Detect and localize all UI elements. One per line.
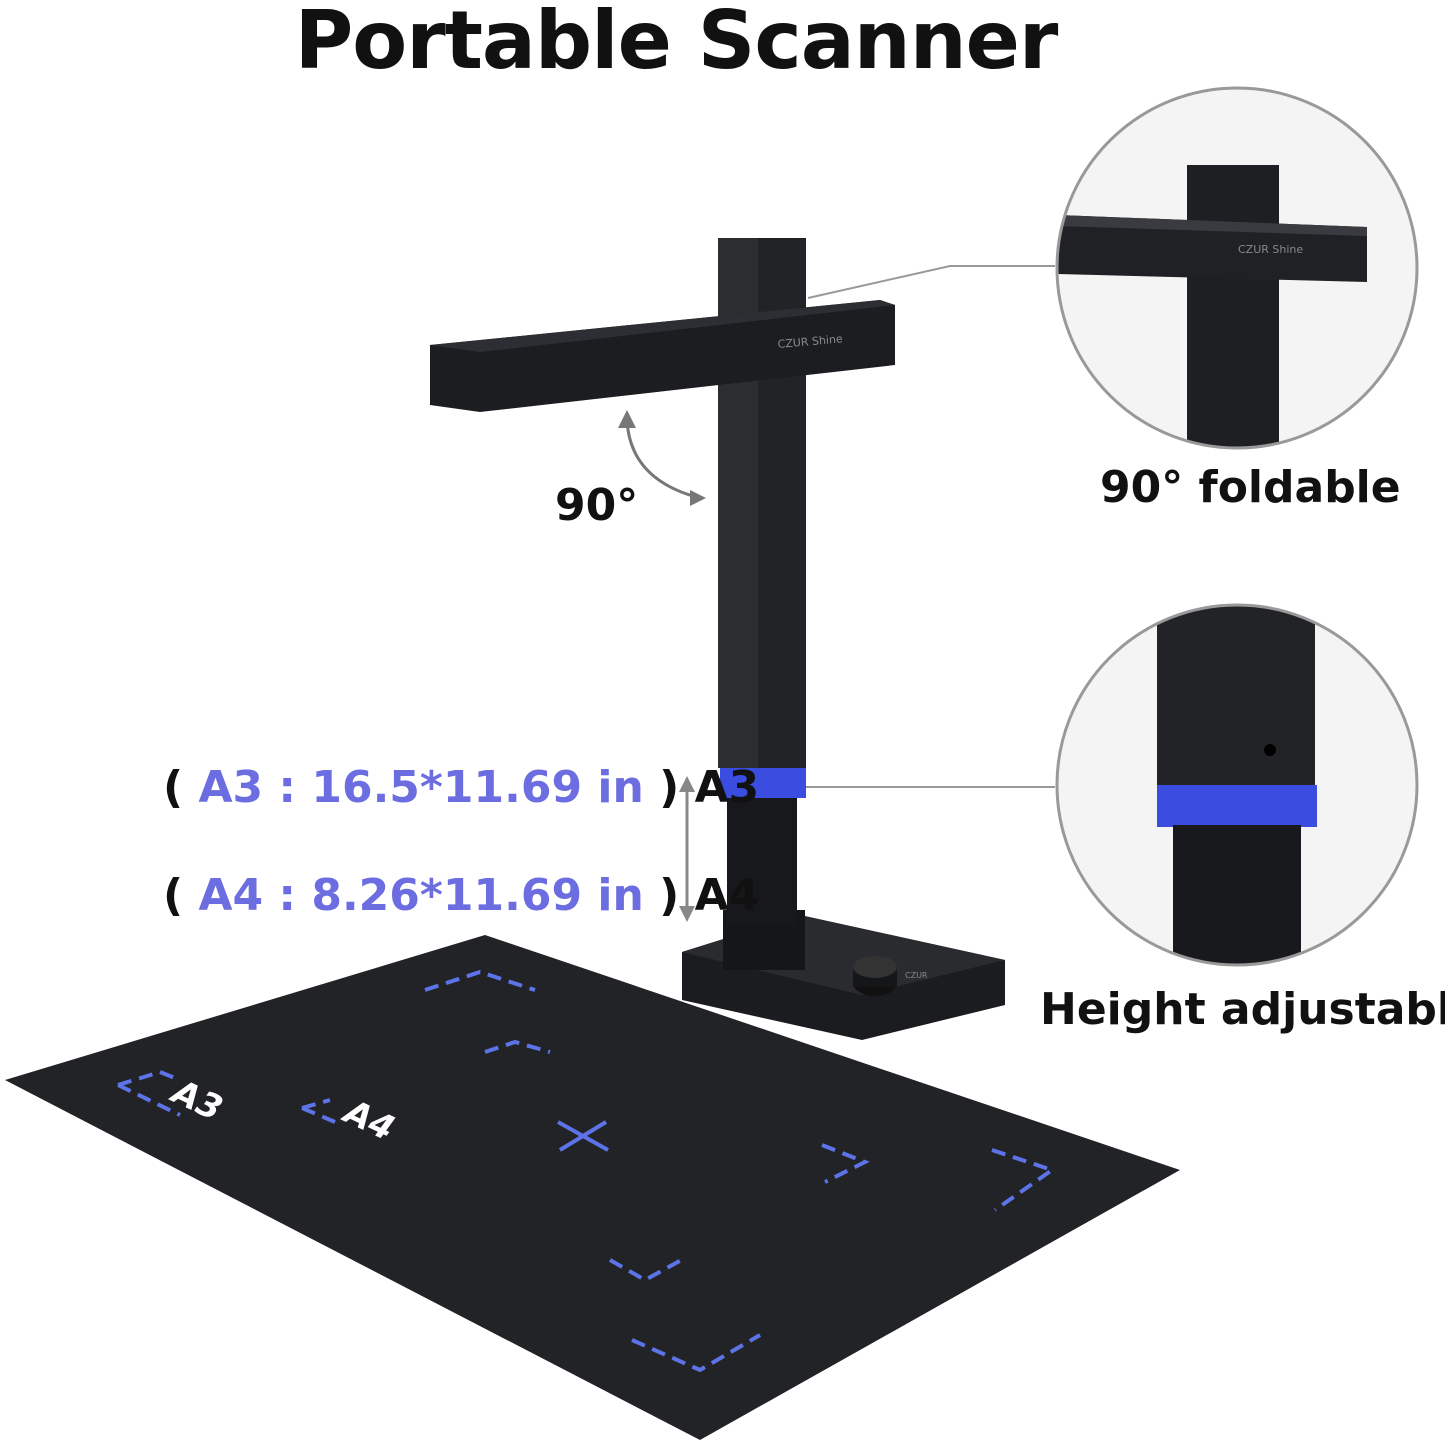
size-a4-name: A4: [694, 870, 760, 921]
brand-label: CZUR Shine: [777, 332, 843, 351]
size-a3-spec: A3 : 16.5*11.69 in: [198, 762, 644, 813]
size-a4-row: ( A4 : 8.26*11.69 in ) A4: [163, 870, 760, 921]
callout-height-adjustable: Height adjustable: [1040, 984, 1445, 1035]
page-title: Portable Scanner: [294, 0, 1059, 87]
scanner-arm: [430, 300, 895, 412]
fold-angle-label: 90°: [555, 480, 639, 531]
height-detail-circle: [1057, 605, 1417, 965]
base-logo: CZUR: [905, 971, 928, 980]
size-a3-name: A3: [694, 762, 760, 813]
foldable-detail-circle: CZUR Shine: [1057, 88, 1417, 448]
size-a3-row: ( A3 : 16.5*11.69 in ) A3: [163, 762, 760, 813]
height-band: [720, 768, 806, 798]
mat-center-cross-icon: [557, 1120, 609, 1152]
mat-guides: [117, 969, 1057, 1373]
callout-foldable: 90° foldable: [1100, 462, 1401, 513]
fold-arrow-icon: [625, 419, 701, 500]
detail-brand-label: CZUR Shine: [1238, 243, 1303, 256]
scan-mat: [5, 935, 1180, 1440]
size-a4-spec: A4 : 8.26*11.69 in: [198, 870, 644, 921]
